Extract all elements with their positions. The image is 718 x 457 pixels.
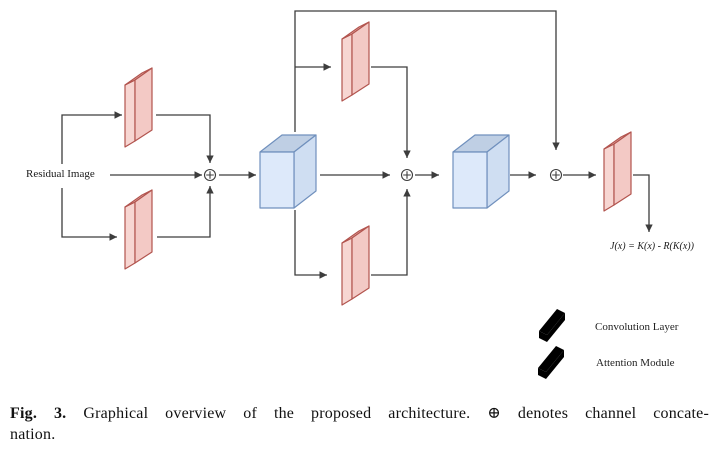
- legend-attention-swatch: [538, 346, 564, 379]
- caption-text: Graphical overview of the proposed archi…: [83, 405, 709, 422]
- input-label: Residual Image: [26, 168, 95, 180]
- legend-label-attention: Attention Module: [596, 357, 675, 369]
- attention-module-1: [259, 134, 317, 209]
- caption-line-2: nation.: [10, 426, 56, 443]
- legend-conv-swatch: [539, 309, 565, 342]
- conv-layer-bottom-left: [124, 189, 153, 270]
- conv-layer-top-middle: [341, 21, 370, 102]
- caption-line-1: Fig. 3. Graphical overview of the propos…: [10, 403, 709, 424]
- conv-layer-bottom-middle: [341, 225, 370, 306]
- concat-icon-1: [203, 168, 217, 182]
- caption-figure-label: Fig. 3.: [10, 405, 67, 422]
- connector-wires: [61, 10, 653, 279]
- output-formula: J(x) = K(x) - R(K(x)): [610, 241, 694, 252]
- legend-label-convolution: Convolution Layer: [595, 321, 679, 333]
- concat-icon-2: [400, 168, 414, 182]
- concat-icon-3: [549, 168, 563, 182]
- architecture-diagram: [61, 10, 653, 379]
- figure-caption: Fig. 3. Graphical overview of the propos…: [10, 403, 709, 445]
- attention-module-2: [452, 134, 510, 209]
- conv-layer-top-left: [124, 67, 153, 148]
- conv-layer-output: [603, 131, 632, 212]
